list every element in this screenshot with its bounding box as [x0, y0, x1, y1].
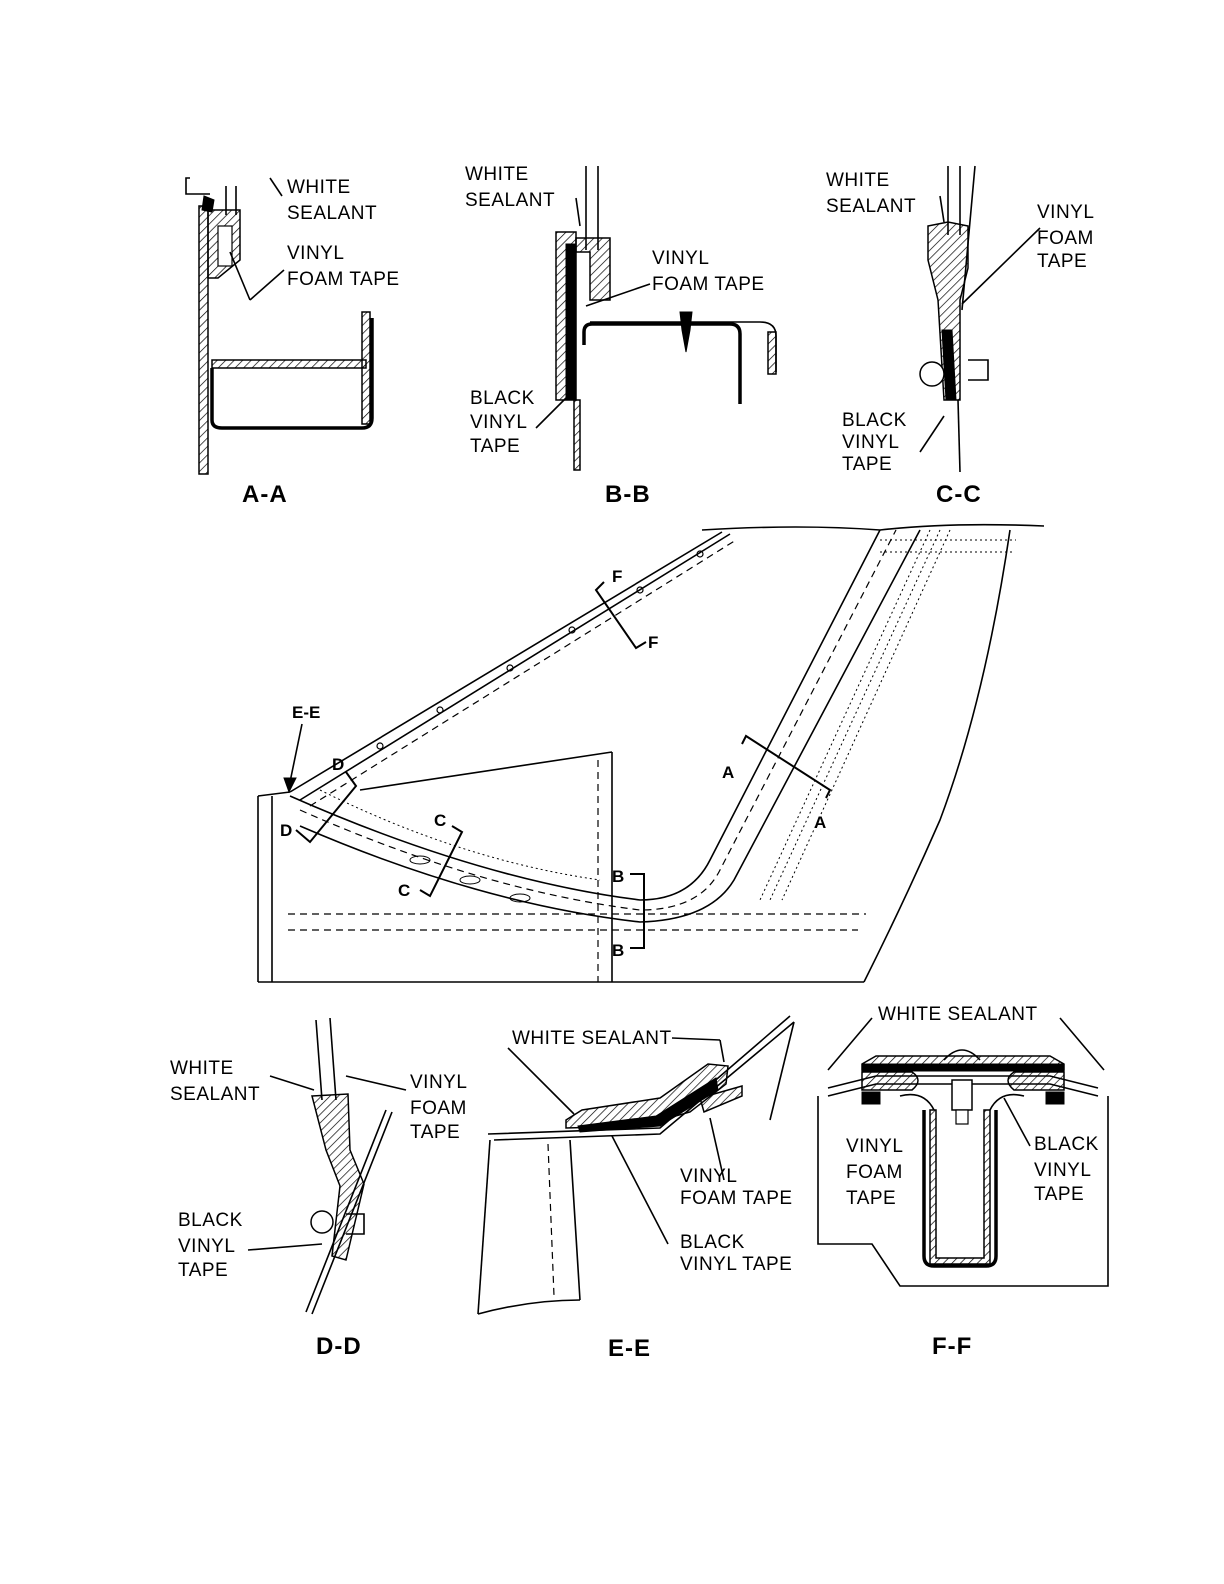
- section-dd: WHITE SEALANT VINYL FOAM TAPE BLACK VINY…: [170, 1017, 467, 1360]
- ee-foam-tape-label: FOAM TAPE: [680, 1188, 793, 1209]
- cc-sealant-label: SEALANT: [826, 196, 916, 217]
- marker-c-top: C: [434, 811, 446, 830]
- section-ff: WHITE SEALANT VINYL FOAM TAPE BLACK VINY…: [817, 1004, 1109, 1360]
- cc-vinyl-label: VINYL: [1037, 202, 1094, 223]
- ee-vinyl-label: VINYL: [680, 1166, 737, 1187]
- cc-vinyl2-label: VINYL: [842, 432, 899, 453]
- section-label-ff: F-F: [932, 1333, 972, 1360]
- marker-f-top: F: [612, 567, 622, 586]
- ff-tape2-label: TAPE: [1034, 1184, 1084, 1205]
- marker-b-top: B: [612, 867, 624, 886]
- section-bb: WHITE SEALANT VINYL FOAM TAPE BLACK VINY…: [465, 164, 777, 508]
- section-label-cc: C-C: [936, 481, 982, 508]
- cc-tape-label: TAPE: [1037, 251, 1087, 272]
- ee-vinyl-tape-label: VINYL TAPE: [680, 1254, 792, 1275]
- ee-black-label: BLACK: [680, 1232, 745, 1253]
- bb-foam-tape-label: FOAM TAPE: [652, 274, 765, 295]
- ff-vinyl2-label: VINYL: [1034, 1160, 1091, 1181]
- aa-sealant-label: SEALANT: [287, 203, 377, 224]
- bb-white-label: WHITE: [465, 164, 529, 185]
- aa-foam-tape-label: FOAM TAPE: [287, 269, 400, 290]
- dd-foam-label: FOAM: [410, 1098, 467, 1119]
- marker-f-bottom: F: [648, 633, 658, 652]
- ff-black-label: BLACK: [1034, 1134, 1099, 1155]
- dd-tape2-label: TAPE: [178, 1260, 228, 1281]
- section-aa: WHITE SEALANT VINYL FOAM TAPE A-A: [185, 177, 400, 508]
- aa-vinyl-label: VINYL: [287, 243, 344, 264]
- ff-foam-label: FOAM: [846, 1162, 903, 1183]
- cc-white-label: WHITE: [826, 170, 890, 191]
- dd-white-label: WHITE: [170, 1058, 234, 1079]
- ff-vinyl-label: VINYL: [846, 1136, 903, 1157]
- bb-vinyl-label: VINYL: [652, 248, 709, 269]
- dd-tape-label: TAPE: [410, 1122, 460, 1143]
- marker-c-bottom: C: [398, 881, 410, 900]
- dd-vinyl2-label: VINYL: [178, 1236, 235, 1257]
- bb-tape-label: TAPE: [470, 436, 520, 457]
- cc-foam-label: FOAM: [1037, 228, 1094, 249]
- section-ee: WHITE SEALANT VINYL FOAM TAPE BLACK VINY…: [477, 1015, 795, 1362]
- marker-d-top: D: [332, 755, 344, 774]
- bb-black-label: BLACK: [470, 388, 535, 409]
- marker-a-top: A: [722, 763, 734, 782]
- dd-sealant-label: SEALANT: [170, 1084, 260, 1105]
- aa-white-label: WHITE: [287, 177, 351, 198]
- cc-tape2-label: TAPE: [842, 454, 892, 475]
- marker-ee: E-E: [292, 703, 320, 722]
- ff-tape-label: TAPE: [846, 1188, 896, 1209]
- dd-vinyl-label: VINYL: [410, 1072, 467, 1093]
- marker-d-bottom: D: [280, 821, 292, 840]
- ee-white-sealant-label: WHITE SEALANT: [512, 1028, 672, 1049]
- marker-a-bottom: A: [814, 813, 826, 832]
- windshield-overview: E-E D D C C B B A A F F: [257, 523, 1045, 983]
- section-label-ee: E-E: [608, 1335, 651, 1362]
- ff-white-sealant-label: WHITE SEALANT: [878, 1004, 1038, 1025]
- section-label-dd: D-D: [316, 1333, 362, 1360]
- bb-sealant-label: SEALANT: [465, 190, 555, 211]
- cc-black-label: BLACK: [842, 410, 907, 431]
- section-label-aa: A-A: [242, 481, 288, 508]
- marker-b-bottom: B: [612, 941, 624, 960]
- section-label-bb: B-B: [605, 481, 651, 508]
- dd-black-label: BLACK: [178, 1210, 243, 1231]
- bb-vinyl2-label: VINYL: [470, 412, 527, 433]
- section-cc: WHITE SEALANT VINYL FOAM TAPE BLACK VINY…: [826, 165, 1094, 508]
